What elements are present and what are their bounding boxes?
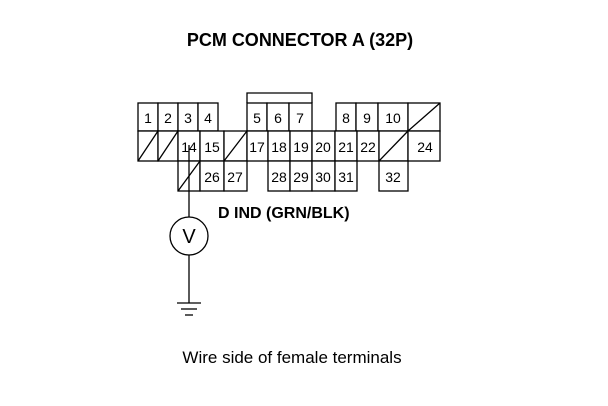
diagram-title: PCM CONNECTOR A (32P) <box>187 30 413 50</box>
terminal-10-label: 10 <box>385 110 401 126</box>
terminal-7-label: 7 <box>296 110 304 126</box>
terminal-28-label: 28 <box>271 169 287 185</box>
ground-icon <box>177 302 201 316</box>
terminal-26 <box>199 160 225 192</box>
terminal-27 <box>223 160 248 192</box>
terminal-4-label: 4 <box>204 110 212 126</box>
voltmeter-symbol: V <box>169 216 209 256</box>
terminal-15-label: 15 <box>204 139 220 155</box>
terminal-31 <box>334 160 358 192</box>
connector-latch <box>246 92 313 103</box>
terminal-32-label: 32 <box>385 169 401 185</box>
terminal-19-label: 19 <box>293 139 309 155</box>
terminal-26-label: 26 <box>204 169 220 185</box>
terminal-21-label: 21 <box>338 139 354 155</box>
terminal-1-label: 1 <box>144 110 152 126</box>
wire-label: D IND (GRN/BLK) <box>218 205 350 222</box>
terminal-29-label: 29 <box>293 169 309 185</box>
terminal-18-label: 18 <box>271 139 287 155</box>
terminal-17-label: 17 <box>249 139 265 155</box>
terminal-15 <box>199 130 225 162</box>
terminal-9-label: 9 <box>363 110 371 126</box>
terminal-row-1 <box>137 102 441 132</box>
terminal-6-label: 6 <box>274 110 282 126</box>
terminal-27-label: 27 <box>227 169 243 185</box>
terminal-24 <box>407 130 441 162</box>
terminal-numbers: 1 2 3 4 5 6 7 8 9 10 14 15 17 18 19 20 2… <box>144 110 433 185</box>
voltmeter-label: V <box>182 226 196 248</box>
terminal-row-3 <box>177 160 409 192</box>
terminal-31-label: 31 <box>338 169 354 185</box>
terminal-32 <box>378 160 409 192</box>
terminal-8-label: 8 <box>342 110 350 126</box>
terminal-20-label: 20 <box>315 139 331 155</box>
terminal-2-label: 2 <box>164 110 172 126</box>
terminal-3-label: 3 <box>184 110 192 126</box>
terminal-5-label: 5 <box>253 110 261 126</box>
terminal-24-label: 24 <box>417 139 433 155</box>
diagram-caption: Wire side of female terminals <box>182 348 401 367</box>
terminal-30-label: 30 <box>315 169 331 185</box>
terminal-22-label: 22 <box>360 139 376 155</box>
